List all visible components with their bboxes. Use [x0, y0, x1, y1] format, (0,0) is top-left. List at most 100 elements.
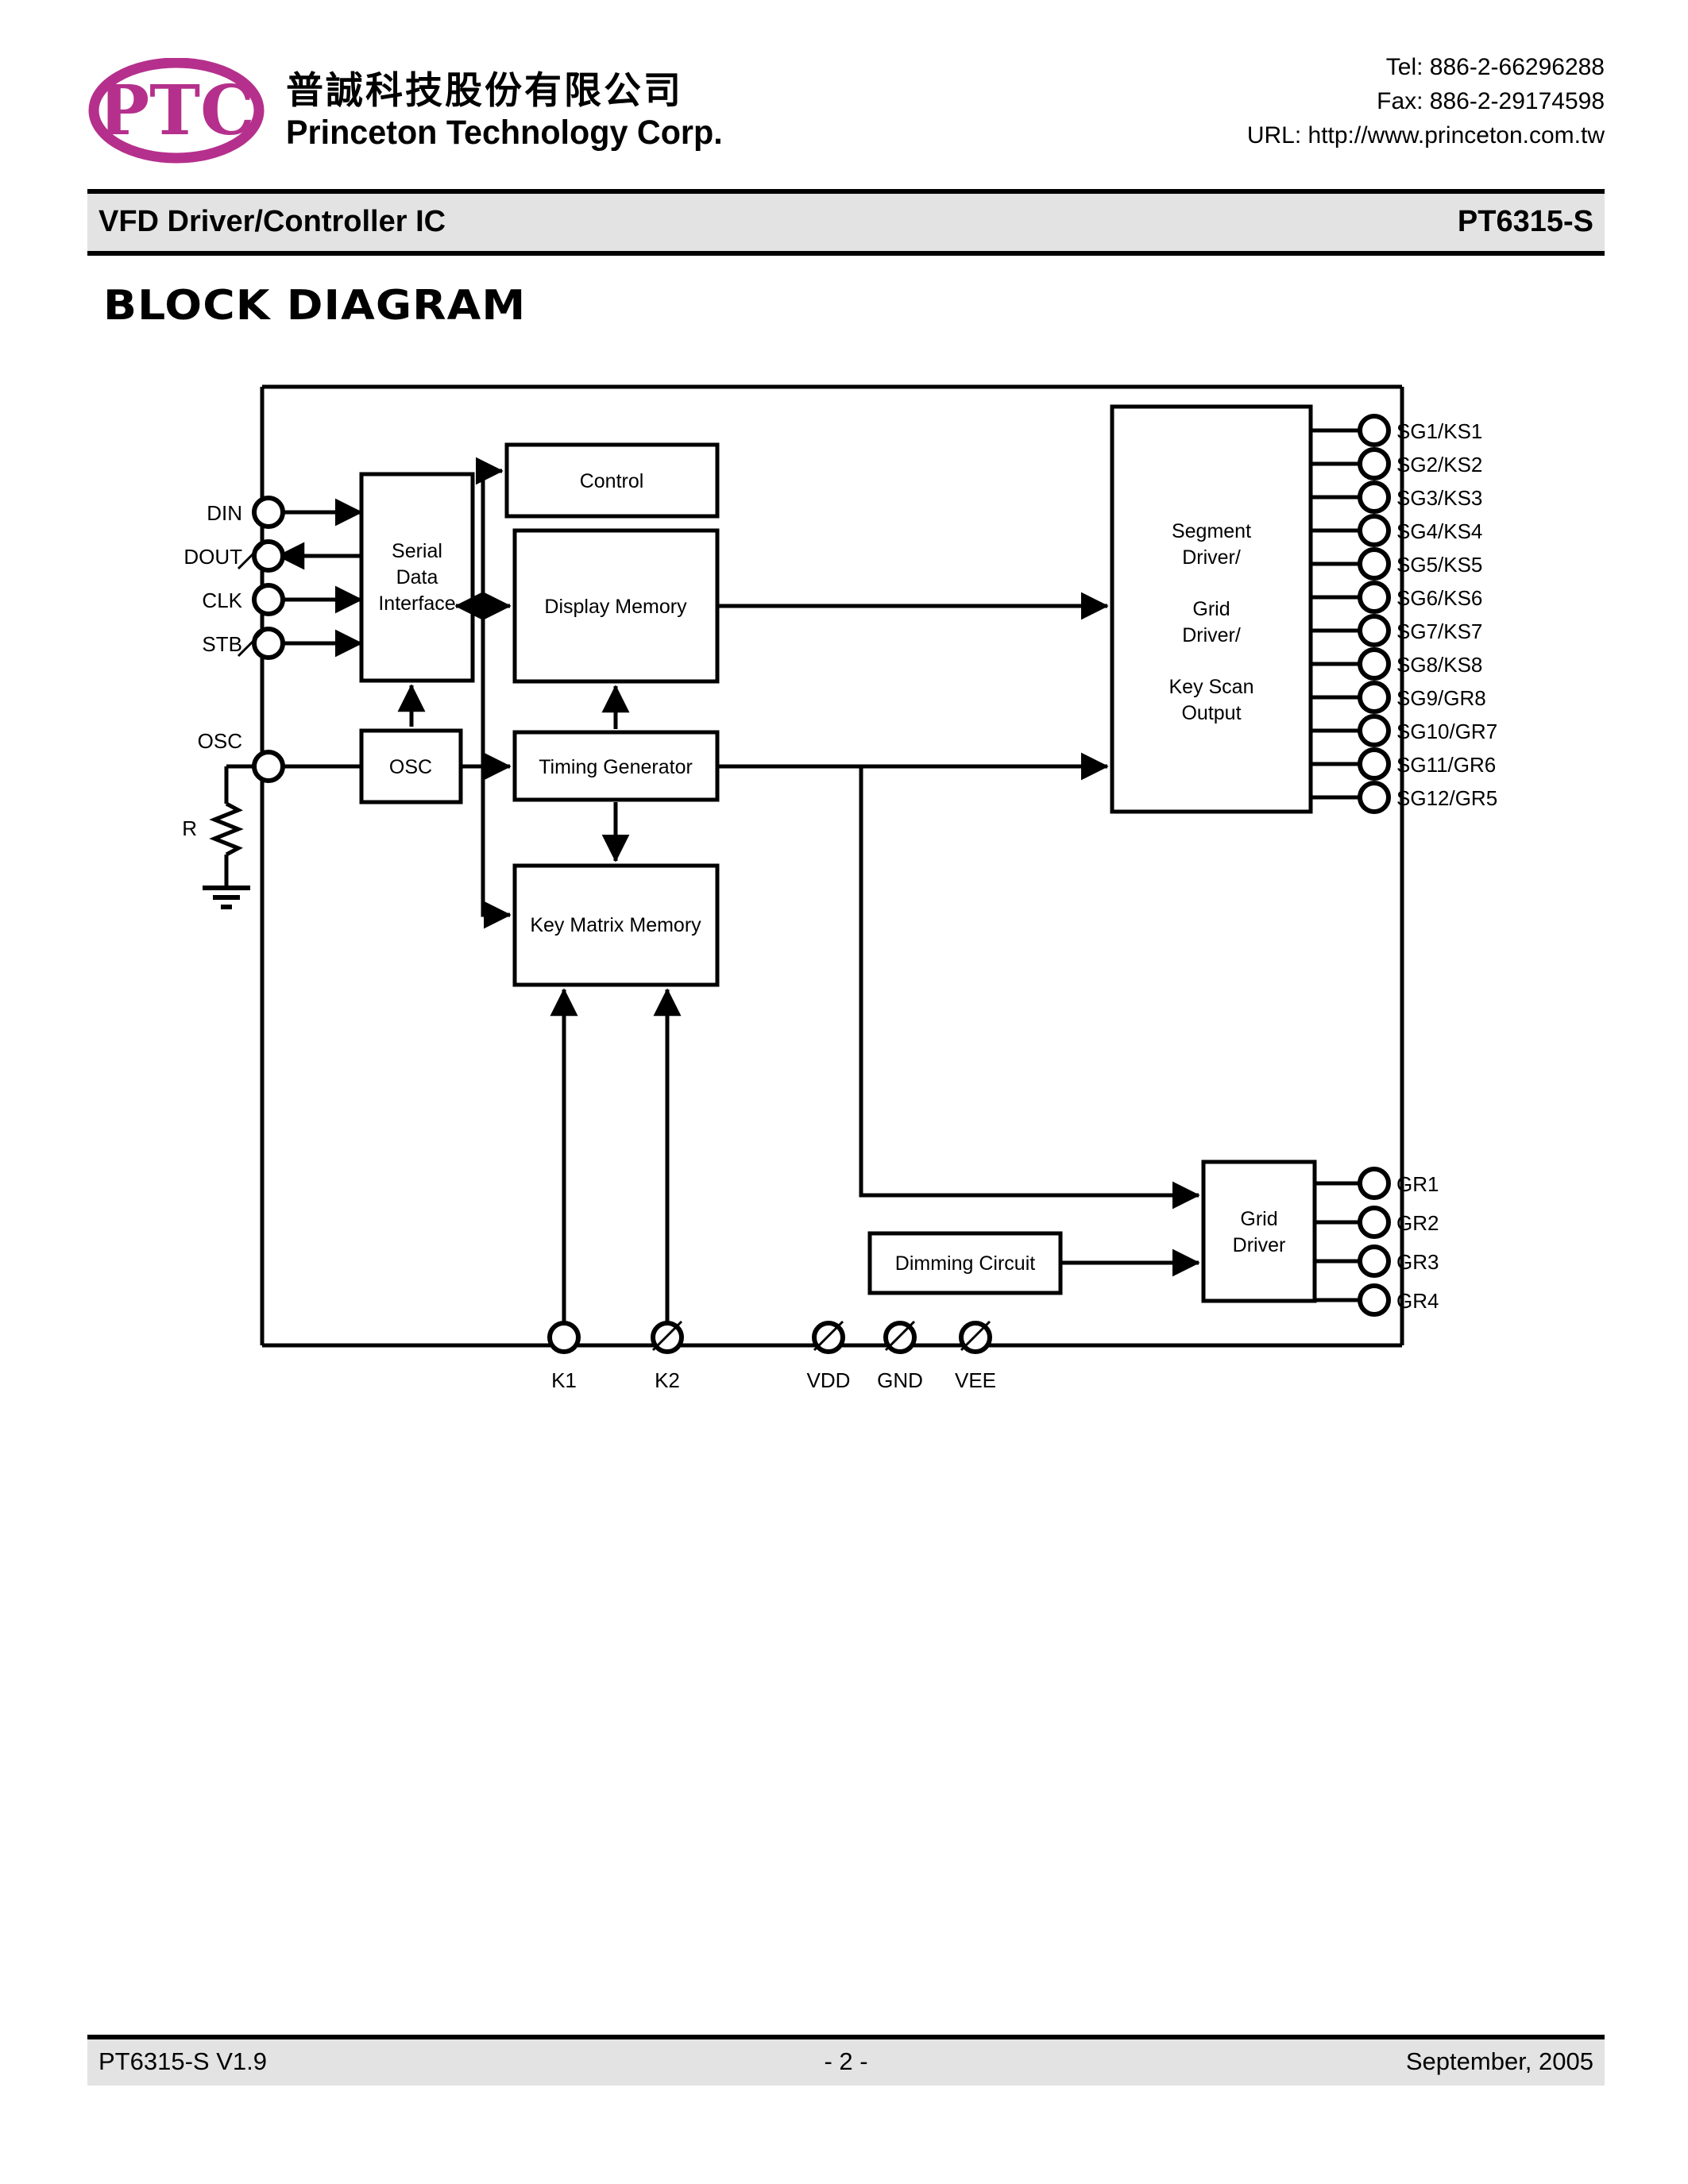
pin-sg2	[1358, 447, 1391, 480]
label-grid-driver: Grid Driver	[1233, 1208, 1286, 1256]
label-grid-driver-line2: Driver	[1233, 1234, 1286, 1256]
part-number-label: PT6315-S	[1457, 205, 1593, 238]
pin-sg6	[1358, 581, 1391, 614]
label-dimming-circuit: Dimming Circuit	[895, 1252, 1035, 1275]
footer-page-number: - 2 -	[824, 2047, 868, 2075]
block-control	[504, 442, 720, 519]
company-name-chinese: 普誠科技股份有限公司	[286, 69, 683, 113]
pin-label-gr4: GR4	[1396, 1289, 1439, 1313]
pin-sg8	[1358, 647, 1391, 681]
label-segment-driver-line2: Driver/	[1182, 546, 1241, 569]
label-serial-data-interface-line1: Serial	[392, 540, 442, 562]
pin-label-k2: K2	[655, 1368, 680, 1392]
pin-label-sg11: SG11/GR6	[1396, 753, 1496, 777]
pin-label-gnd: GND	[877, 1368, 923, 1392]
label-serial-data-interface-line2: Data	[396, 566, 438, 588]
pin-sg4	[1358, 514, 1391, 547]
footer-divider	[87, 2035, 1605, 2039]
label-segment-driver-line5: Driver/	[1182, 624, 1241, 646]
label-key-matrix-memory: Key Matrix Memory	[530, 914, 701, 936]
contact-tel: Tel: 886-2-66296288	[1385, 54, 1605, 80]
label-resistor: R	[182, 816, 197, 840]
pin-label-vee: VEE	[955, 1368, 996, 1392]
pin-label-k1: K1	[551, 1368, 577, 1392]
pin-sg10	[1358, 714, 1391, 747]
pin-label-sg2: SG2/KS2	[1396, 453, 1482, 477]
pin-label-sg9: SG9/GR8	[1396, 686, 1486, 710]
pin-label-sg10: SG10/GR7	[1396, 720, 1497, 743]
pin-label-sg6: SG6/KS6	[1396, 586, 1482, 610]
pin-label-sg5: SG5/KS5	[1396, 553, 1482, 577]
pin-clk	[252, 583, 285, 616]
block-grid-driver	[1201, 1160, 1317, 1303]
pin-gr1	[1358, 1167, 1391, 1200]
block-osc	[359, 728, 463, 805]
company-name-english: Princeton Technology Corp.	[286, 114, 723, 152]
label-serial-data-interface: Serial Data Interface	[378, 540, 455, 615]
label-timing-generator: Timing Generator	[539, 756, 693, 778]
pin-label-gr2: GR2	[1396, 1211, 1439, 1235]
resistor-symbol	[209, 801, 244, 857]
pin-label-stb: STB	[202, 632, 242, 656]
pin-label-gr1: GR1	[1396, 1172, 1439, 1196]
pin-label-sg7: SG7/KS7	[1396, 619, 1482, 643]
pin-sg12	[1358, 781, 1391, 814]
wire-timing-to-griddriver	[859, 766, 1200, 1210]
pin-sg3	[1358, 480, 1391, 514]
label-serial-data-interface-line3: Interface	[378, 592, 455, 615]
overbar-slash-dout	[237, 538, 268, 570]
pin-sg11	[1358, 747, 1391, 781]
product-title-bar: VFD Driver/Controller IC PT6315-S	[87, 194, 1605, 256]
ptc-logo-icon: PTC	[88, 58, 265, 164]
block-timing-generator	[512, 730, 720, 802]
label-display-memory: Display Memory	[544, 596, 687, 618]
contact-fax: Fax: 886-2-29174598	[1377, 88, 1605, 114]
overbar-slash-k2	[651, 1320, 683, 1352]
header-divider	[87, 189, 1605, 194]
label-segment-driver-line8: Output	[1181, 702, 1241, 724]
pin-label-sg12: SG12/GR5	[1396, 786, 1497, 810]
pin-label-sg8: SG8/KS8	[1396, 653, 1482, 677]
contact-url: URL: http://www.princeton.com.tw	[1246, 122, 1605, 149]
block-segment-driver	[1110, 404, 1313, 814]
block-key-matrix-memory	[512, 863, 720, 987]
svg-text:PTC: PTC	[98, 71, 254, 151]
page-header: PTC 普誠科技股份有限公司 Princeton Technology Corp…	[87, 44, 1605, 179]
block-dimming-circuit	[867, 1231, 1063, 1295]
label-segment-driver-line1: Segment	[1172, 520, 1251, 542]
footer-version: PT6315-S V1.9	[98, 2047, 267, 2075]
product-type-label: VFD Driver/Controller IC	[98, 205, 446, 238]
ptc-logo: PTC	[87, 58, 270, 165]
pin-label-sg1: SG1/KS1	[1396, 419, 1482, 443]
pin-label-sg4: SG4/KS4	[1396, 519, 1482, 543]
pin-gr3	[1358, 1244, 1391, 1278]
label-osc-block: OSC	[389, 756, 432, 778]
pin-sg5	[1358, 547, 1391, 581]
footer-date: September, 2005	[1405, 2047, 1593, 2075]
block-serial-data-interface	[359, 472, 475, 683]
overbar-slash-vee	[960, 1320, 991, 1352]
page-title: BLOCK DIAGRAM	[103, 282, 527, 330]
page-footer: PT6315-S V1.9 - 2 - September, 2005	[87, 2039, 1605, 2086]
pin-gr2	[1358, 1206, 1391, 1239]
pin-sg1	[1358, 414, 1391, 447]
pin-gr4	[1358, 1283, 1391, 1317]
label-control: Control	[580, 470, 644, 492]
wire-sdi-to-keymatrix	[481, 769, 512, 929]
pin-sg7	[1358, 614, 1391, 647]
label-segment-driver-line7: Key Scan	[1168, 676, 1253, 698]
overbar-slash-gnd	[884, 1320, 916, 1352]
overbar-slash-vdd	[813, 1320, 844, 1352]
pin-label-sg3: SG3/KS3	[1396, 486, 1482, 510]
overbar-slash-stb	[237, 626, 268, 658]
pin-label-osc: OSC	[198, 729, 242, 753]
pin-label-clk: CLK	[202, 588, 242, 612]
pin-label-dout: DOUT	[183, 545, 242, 569]
label-segment-driver-line4: Grid	[1192, 598, 1230, 620]
label-grid-driver-line1: Grid	[1240, 1208, 1277, 1230]
pin-dout	[252, 539, 285, 573]
contact-info: Tel: 886-2-66296288 Fax: 886-2-29174598 …	[1247, 50, 1605, 152]
pin-k1	[547, 1321, 581, 1354]
